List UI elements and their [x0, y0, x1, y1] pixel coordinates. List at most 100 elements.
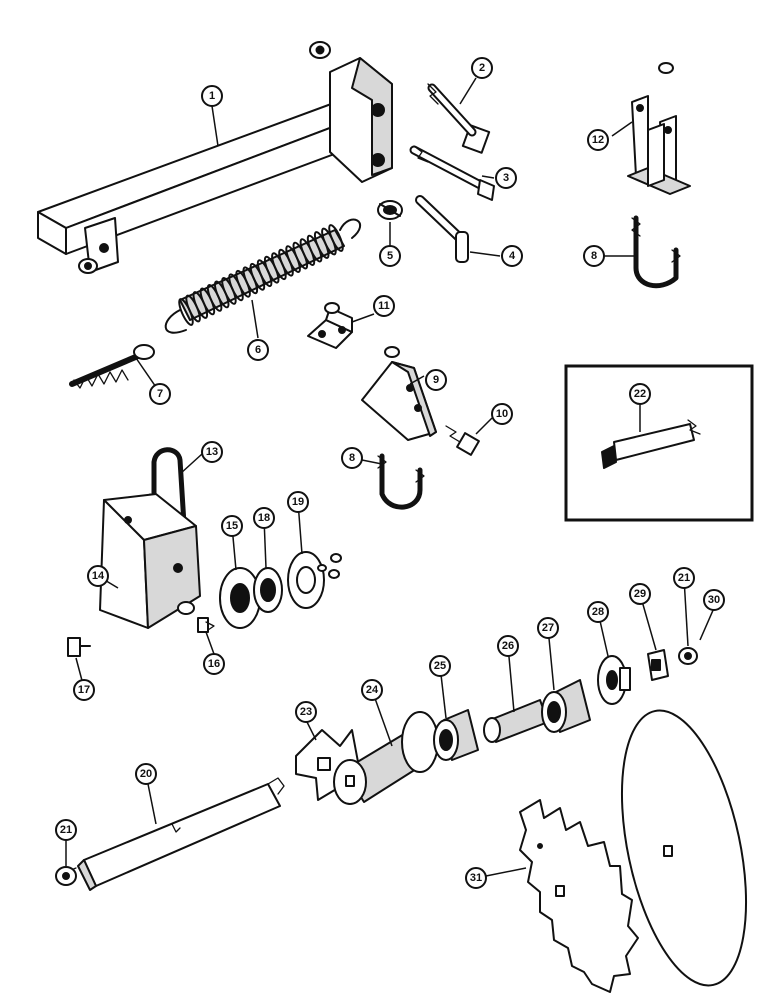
- callout-circle: [203, 653, 225, 675]
- callout-number: 19: [292, 496, 304, 508]
- callout-circle: [379, 245, 401, 267]
- callout-number: 9: [433, 374, 439, 386]
- bearing-18: [253, 567, 283, 613]
- callout-c24: 24: [361, 679, 383, 701]
- spring-coil: [328, 224, 344, 252]
- inset-box-22: [564, 364, 754, 522]
- callout-circle: [583, 245, 605, 267]
- callout-circle: [629, 383, 651, 405]
- callout-c18: 18: [253, 507, 275, 529]
- callout-c25: 25: [429, 655, 451, 677]
- callout-number: 14: [92, 570, 105, 582]
- callout-circle: [429, 655, 451, 677]
- callout-number: 13: [206, 446, 218, 458]
- callout-circle: [221, 515, 243, 537]
- bolt-16: [197, 617, 215, 633]
- callout-number: 28: [592, 606, 604, 618]
- callout-c5: 5: [379, 245, 401, 267]
- callout-c11: 11: [373, 295, 395, 317]
- spring-6: [164, 218, 361, 334]
- callout-number: 26: [502, 640, 514, 652]
- callout-number: 24: [366, 684, 379, 696]
- callout-number: 3: [503, 172, 509, 184]
- callout-circle: [201, 85, 223, 107]
- callout-c2: 2: [471, 57, 493, 79]
- clip-11: [307, 302, 353, 349]
- callout-c17: 17: [73, 679, 95, 701]
- callout-number: 31: [470, 872, 482, 884]
- callout-c30: 30: [703, 589, 725, 611]
- callout-c13: 13: [201, 441, 223, 463]
- callout-c7: 7: [149, 383, 171, 405]
- nut-21-right: [678, 647, 698, 665]
- callout-number: 23: [300, 706, 312, 718]
- bolt-3: [409, 145, 495, 201]
- bracket-9: [361, 346, 437, 441]
- callout-c16: 16: [203, 653, 225, 675]
- callout-number: 18: [258, 512, 270, 524]
- callout-c3: 3: [495, 167, 517, 189]
- callout-c22: 22: [629, 383, 651, 405]
- callout-labels: 1234567889101112131415161718192021212223…: [55, 57, 725, 889]
- callout-c19: 19: [287, 491, 309, 513]
- bushing-25: [433, 709, 479, 761]
- callout-c26: 26: [497, 635, 519, 657]
- callout-number: 20: [140, 768, 152, 780]
- callout-circle: [495, 167, 517, 189]
- callout-circle: [587, 129, 609, 151]
- callout-circle: [425, 369, 447, 391]
- callout-c4: 4: [501, 245, 523, 267]
- callout-c31: 31: [465, 867, 487, 889]
- bolt-2: [427, 83, 491, 154]
- callout-circle: [587, 601, 609, 623]
- callout-c15: 15: [221, 515, 243, 537]
- callout-number: 7: [157, 388, 163, 400]
- nut-21-left: [55, 866, 77, 886]
- callout-c28: 28: [587, 601, 609, 623]
- callout-circle: [341, 447, 363, 469]
- callout-circle: [201, 441, 223, 463]
- callout-number: 16: [208, 658, 220, 670]
- callout-circle: [361, 679, 383, 701]
- bracket-12: [627, 62, 691, 195]
- callout-number: 8: [349, 452, 355, 464]
- callout-number: 15: [226, 520, 238, 532]
- callout-c10: 10: [491, 403, 513, 425]
- bracket-14: [99, 493, 201, 629]
- callout-number: 11: [378, 300, 390, 312]
- spool-24: [333, 711, 439, 805]
- eye-bolt-7: [69, 344, 155, 389]
- callout-circle: [501, 245, 523, 267]
- callout-number: 1: [209, 90, 215, 102]
- callout-circle: [629, 583, 651, 605]
- callout-circle: [491, 403, 513, 425]
- frame-beam: [37, 41, 393, 274]
- callout-number: 29: [634, 588, 646, 600]
- callout-c9: 9: [425, 369, 447, 391]
- callout-circle: [287, 491, 309, 513]
- callout-number: 2: [479, 62, 485, 74]
- shaft-22: [601, 419, 701, 469]
- callout-c21b: 21: [673, 567, 695, 589]
- callout-circle: [135, 763, 157, 785]
- callout-number: 17: [78, 684, 90, 696]
- callout-c14: 14: [87, 565, 109, 587]
- u-bolt-8-upper: [631, 215, 681, 289]
- callout-circle: [295, 701, 317, 723]
- callout-c27: 27: [537, 617, 559, 639]
- sleeve-26: [483, 699, 549, 743]
- callout-c8b: 8: [341, 447, 363, 469]
- callout-c6: 6: [247, 339, 269, 361]
- bearing-28: [597, 655, 631, 705]
- callout-circle: [465, 867, 487, 889]
- callout-number: 21: [60, 824, 72, 836]
- callout-c20: 20: [135, 763, 157, 785]
- callout-number: 8: [591, 250, 597, 262]
- flange-15: [219, 567, 261, 629]
- callout-circle: [703, 589, 725, 611]
- callout-c8a: 8: [583, 245, 605, 267]
- bushing-27: [541, 679, 591, 733]
- callout-circle: [373, 295, 395, 317]
- callout-c21a: 21: [55, 819, 77, 841]
- lynch-pin-5: [377, 200, 403, 220]
